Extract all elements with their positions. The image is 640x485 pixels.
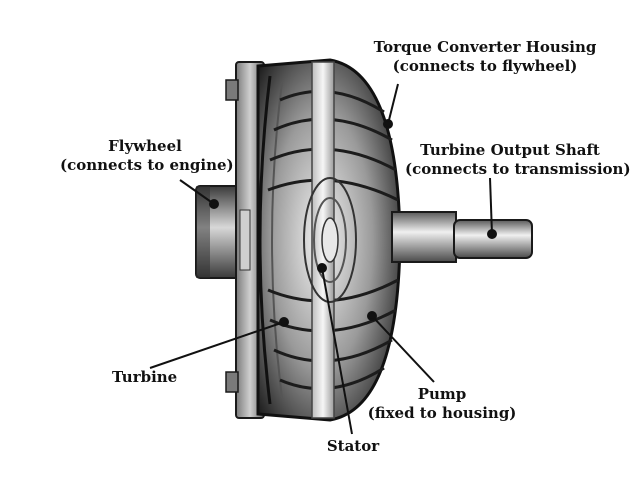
- stator-label-title: Stator: [326, 437, 380, 455]
- turbine-marker: [279, 317, 289, 327]
- stator-label: Stator: [318, 437, 388, 456]
- pump-label: Pump (fixed to housing): [362, 385, 522, 423]
- pump-marker: [367, 311, 377, 321]
- stator-band: [303, 61, 357, 419]
- shaft-label-note: (connects to transmission): [405, 160, 631, 178]
- shaft-marker: [487, 229, 497, 239]
- housing-label-note: (connects to flywheel): [392, 57, 578, 75]
- pump-label-title: Pump: [417, 385, 467, 403]
- turbine-label: Turbine: [112, 368, 192, 387]
- leader-lines: [149, 83, 497, 435]
- turbine-label-title: Turbine: [112, 368, 178, 386]
- flywheel-marker: [209, 199, 219, 209]
- flywheel-label-title: Flywheel: [108, 137, 182, 155]
- shaft-label-title: Turbine Output Shaft: [420, 141, 600, 159]
- flywheel-label: Flywheel (connects to engine): [60, 137, 234, 175]
- shaft-label: Turbine Output Shaft (connects to transm…: [405, 141, 631, 179]
- housing-marker: [383, 119, 393, 129]
- stator-marker: [317, 263, 327, 273]
- output-shaft: [391, 211, 533, 263]
- flywheel-label-note: (connects to engine): [60, 156, 234, 174]
- housing-label: Torque Converter Housing (connects to fl…: [360, 38, 610, 76]
- housing-label-title: Torque Converter Housing: [373, 38, 597, 56]
- pump-label-note: (fixed to housing): [367, 404, 517, 422]
